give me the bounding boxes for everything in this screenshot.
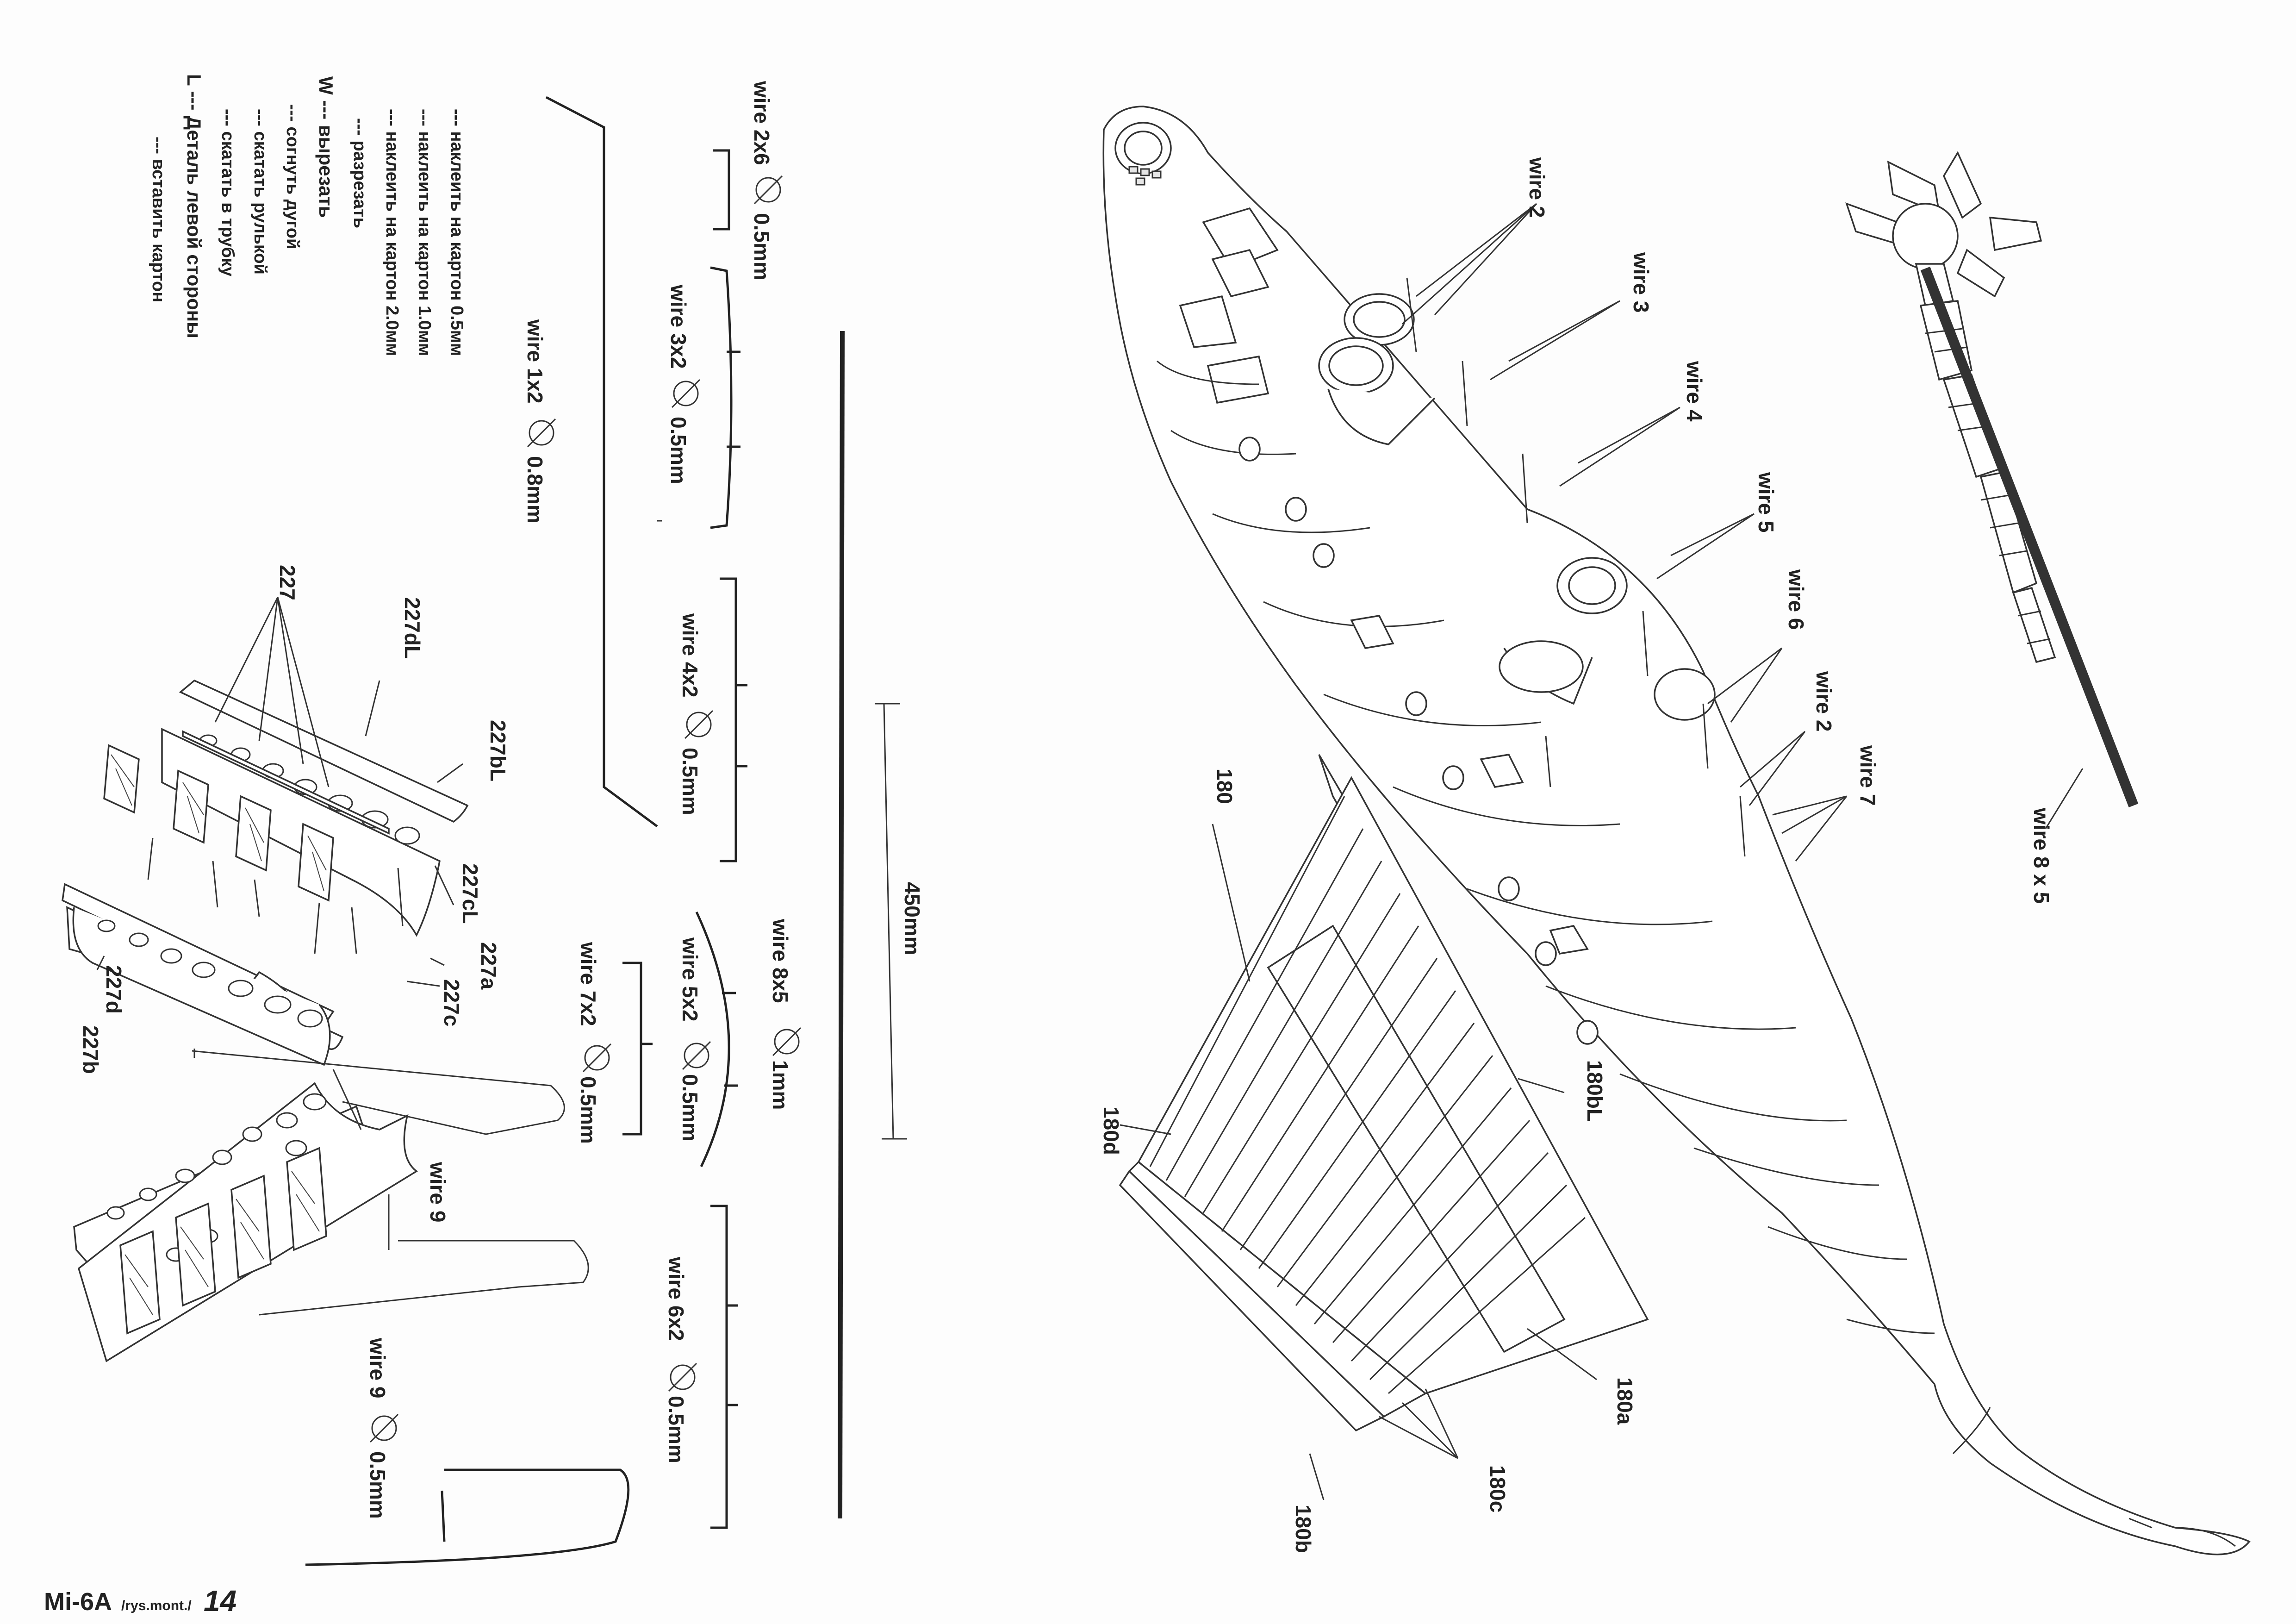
wire-template-3x2: wire 3x2 0.5mm [666, 266, 740, 529]
wire-diameter: 1mm [768, 1060, 792, 1110]
label-wire3: wire 3 [1629, 252, 1653, 312]
wire-template-7x2: wire 7x2 0.5mm [576, 942, 653, 1144]
legend-item: --- скатать в трубку [218, 109, 237, 276]
legend-item: W --- вырезать [315, 76, 337, 218]
footer-model: Mi-6A [44, 1588, 112, 1616]
wire-8x5-template-bar [838, 331, 845, 1519]
diameter-icon [686, 712, 712, 737]
diameter-icon [673, 381, 699, 406]
scale-bar: 450mm [875, 703, 924, 1140]
diameter-icon [774, 1029, 800, 1055]
wire-diameter: 0.5mm [666, 417, 691, 484]
wire-diameter: 0.8mm [523, 456, 547, 524]
wire-template-4x2: wire 4x2 0.5mm [678, 577, 747, 862]
wire-label: wire 4x2 [678, 613, 702, 698]
wire-label: wire 6x2 [664, 1256, 688, 1341]
label-wire9: wire 9 [426, 1162, 450, 1222]
legend-item: --- согнуть дугой [283, 104, 302, 249]
label-227cL: 227cL [458, 863, 482, 924]
wire-label: wire 8x5 [768, 918, 792, 1003]
wire-template-5x2: wire 5x2 0.5mm [678, 911, 738, 1168]
footer-subtitle: /rys.mont./ [121, 1598, 192, 1613]
diameter-icon [371, 1415, 397, 1441]
ladder-assembled-view: wire 9 [73, 1049, 589, 1362]
wire-label: wire 1x2 [523, 319, 547, 404]
wire-diameter: 0.5mm [366, 1451, 390, 1519]
wire-label: wire 9 [366, 1337, 390, 1398]
wire-diameter: 0.5mm [678, 748, 702, 815]
label-wire2-mid: wire 2 [1812, 671, 1836, 731]
legend-item: --- разрезать [350, 118, 369, 228]
diameter-icon [670, 1364, 696, 1390]
label-wire5: wire 5 [1754, 472, 1778, 532]
label-180a: 180a [1613, 1377, 1637, 1425]
legend-item: --- наклеить на картон 1.0мм [415, 109, 434, 356]
label-180b: 180b [1291, 1505, 1315, 1553]
fuselage-assembly: wire 2 wire 3 wire 4 wire 5 wire 6 wire … [1102, 106, 2251, 1555]
label-227a: 227a [477, 942, 501, 990]
ladder-exploded-view: 227 227dL 227bL 227cL 227a 227c 227d 227… [62, 565, 510, 1074]
label-227c: 227c [440, 979, 464, 1026]
label-wire2-top: wire 2 [1525, 157, 1549, 218]
wire-template-8x5: wire 8x5 1mm [768, 918, 802, 1110]
rotor-hub-assembly: wire 8 x 5 [1845, 151, 2139, 904]
wire-label: wire 7x2 [576, 942, 600, 1026]
footer-page-number: 14 [204, 1584, 236, 1618]
label-227d: 227d [102, 965, 126, 1014]
wire-template-2x6: wire 2x6 0.5mm [713, 81, 783, 281]
label-wire7: wire 7 [1856, 745, 1880, 806]
label-227b: 227b [79, 1025, 103, 1074]
legend-item: --- вставить картон [149, 137, 168, 302]
label-180: 180 [1213, 768, 1237, 804]
legend-item: --- наклеить на картон 0.5мм [447, 109, 467, 356]
label-227bL: 227bL [486, 720, 510, 781]
wire-template-6x2: wire 6x2 0.5mm [664, 1205, 738, 1529]
diameter-icon [529, 420, 554, 446]
wire-label: wire 2x6 [750, 81, 774, 165]
wire-diameter: 0.5mm [678, 1074, 702, 1142]
label-227: 227 [275, 565, 299, 600]
legend: --- наклеить на картон 0.5мм --- наклеит… [149, 74, 467, 356]
wire-diameter: 0.5mm [664, 1396, 688, 1463]
wire-template-1x2: wire 1x2 0.8mm [523, 96, 662, 828]
diameter-icon [684, 1043, 709, 1068]
label-wire4: wire 4 [1682, 361, 1706, 422]
wire-diameter: 0.5mm [750, 213, 774, 281]
label-wire8x5: wire 8 x 5 [2029, 807, 2053, 904]
legend-item: --- наклеить на картон 2.0мм [382, 109, 402, 356]
wire-diameter: 0.5mm [576, 1076, 600, 1144]
wire-label: wire 3x2 [666, 284, 691, 369]
legend-item: L --- Деталь левой стороны [183, 74, 205, 338]
floor-panel-180: 180 180bL 180d 180a 180c 180b [1099, 754, 1649, 1553]
wire-label: wire 5x2 [678, 937, 702, 1022]
diameter-icon [755, 177, 781, 203]
label-180bL: 180bL [1583, 1060, 1607, 1122]
label-180d: 180d [1099, 1106, 1123, 1155]
legend-item: --- скатать рулькой [250, 109, 270, 275]
wire-template-9: wire 9 0.5mm [305, 1337, 630, 1566]
scale-label: 450mm [900, 882, 924, 956]
label-227dL: 227dL [400, 597, 424, 659]
label-wire6: wire 6 [1784, 569, 1808, 630]
label-180c: 180c [1486, 1465, 1510, 1512]
diameter-icon [584, 1045, 610, 1071]
